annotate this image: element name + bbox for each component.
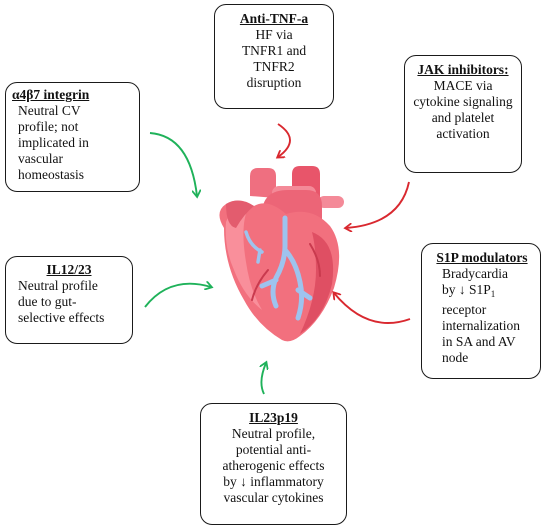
jak-line: and platelet bbox=[431, 110, 495, 125]
jak-line: cytokine signaling bbox=[413, 94, 513, 109]
arrow-il1223 bbox=[144, 284, 211, 308]
anti-tnf-box: Anti-TNF-a HF via TNFR1 and TNFR2 disrup… bbox=[214, 4, 334, 109]
jak-line: activation bbox=[436, 126, 490, 141]
s1p-line: node bbox=[442, 350, 469, 365]
s1p-title: S1P modulators bbox=[436, 250, 528, 265]
s1p-line: internalization bbox=[442, 318, 520, 333]
arrow-a4b7 bbox=[149, 132, 197, 196]
il12-23-line: Neutral profile bbox=[18, 278, 98, 293]
a4b7-line: homeostasis bbox=[18, 167, 84, 182]
il12-23-line: due to gut- bbox=[18, 294, 77, 309]
il23p19-line: Neutral profile, bbox=[231, 426, 316, 441]
a4b7-line: Neutral CV bbox=[18, 103, 81, 118]
anti-tnf-line: TNFR2 bbox=[253, 59, 295, 74]
a4b7-integrin-box: α4β7 integrin Neutral CV profile; not im… bbox=[5, 82, 140, 192]
heart-icon bbox=[219, 166, 344, 342]
il23p19-line: atherogenic effects bbox=[222, 458, 325, 473]
il23p19-title: IL23p19 bbox=[249, 410, 298, 425]
anti-tnf-line: HF via bbox=[255, 27, 293, 42]
il23p19-line: by ↓ inflammatory bbox=[223, 474, 324, 489]
il23p19-box: IL23p19 Neutral profile, potential anti-… bbox=[200, 403, 347, 525]
s1p-modulators-box: S1P modulators Bradycardia by ↓ S1P1 rec… bbox=[421, 243, 541, 379]
anti-tnf-title: Anti-TNF-a bbox=[239, 11, 309, 26]
s1p-line-prefix: by ↓ S1P bbox=[442, 282, 491, 297]
jak-inhibitors-box: JAK inhibitors: MACE via cytokine signal… bbox=[404, 55, 522, 173]
anti-tnf-line: TNFR1 and bbox=[241, 43, 307, 58]
il12-23-title: IL12/23 bbox=[46, 262, 92, 277]
a4b7-line: vascular bbox=[18, 151, 63, 166]
il12-23-box: IL12/23 Neutral profile due to gut- sele… bbox=[5, 256, 133, 344]
arrow-jak bbox=[346, 181, 410, 228]
s1p-subscript: 1 bbox=[490, 289, 496, 299]
il23p19-line: potential anti- bbox=[235, 442, 312, 457]
s1p-line: Bradycardia bbox=[442, 266, 508, 281]
a4b7-line: implicated in bbox=[18, 135, 89, 150]
anti-tnf-line: disruption bbox=[246, 75, 302, 90]
jak-title: JAK inhibitors: bbox=[417, 62, 509, 77]
a4b7-line: profile; not bbox=[18, 119, 79, 134]
arrow-anti-tnf bbox=[278, 123, 291, 157]
s1p-line: receptor bbox=[442, 302, 487, 317]
il23p19-line: vascular cytokines bbox=[223, 490, 324, 505]
il12-23-line: selective effects bbox=[18, 310, 105, 325]
arrow-s1p bbox=[334, 293, 411, 324]
s1p-line: by ↓ S1P1 bbox=[430, 282, 534, 302]
s1p-line: in SA and AV bbox=[442, 334, 516, 349]
arrow-il23p19 bbox=[261, 363, 266, 395]
jak-line: MACE via bbox=[433, 78, 493, 93]
a4b7-title: α4β7 integrin bbox=[12, 87, 90, 102]
